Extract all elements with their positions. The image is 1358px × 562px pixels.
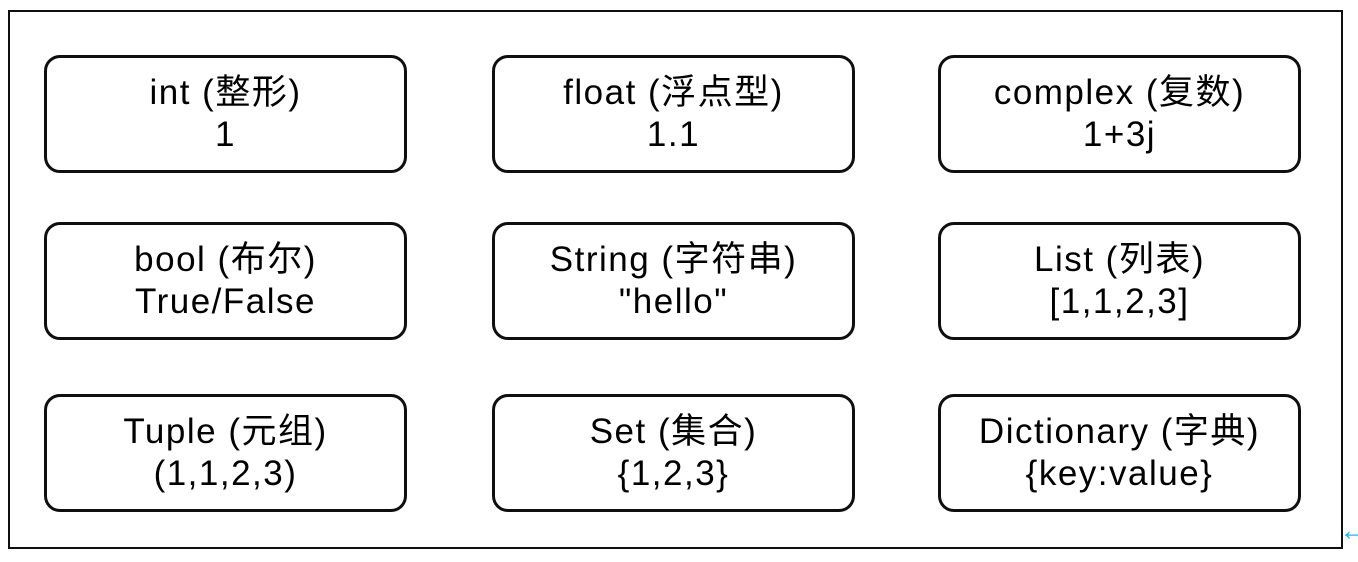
type-box-value: [1,1,2,3] (1049, 282, 1190, 321)
outer-border (8, 10, 1343, 549)
type-box-value: (1,1,2,3) (153, 454, 298, 493)
type-box-title: bool (布尔) (134, 240, 317, 279)
type-box-value: 1 (215, 115, 236, 154)
type-box-title: complex (复数) (993, 73, 1246, 112)
type-box-value: 1.1 (646, 115, 701, 154)
type-box-tuple: Tuple (元组) (1,1,2,3) (44, 394, 407, 512)
type-box-string: String (字符串) "hello" (492, 222, 855, 340)
type-box-title: List (列表) (1033, 240, 1205, 279)
type-box-dictionary: Dictionary (字典) {key:value} (938, 394, 1301, 512)
type-box-title: Tuple (元组) (123, 412, 328, 451)
type-box-value: {key:value} (1025, 454, 1214, 493)
type-box-value: {1,2,3} (617, 454, 730, 493)
type-box-title: String (字符串) (549, 240, 798, 279)
type-box-title: Dictionary (字典) (978, 412, 1261, 451)
type-box-value: 1+3j (1082, 115, 1157, 154)
type-box-list: List (列表) [1,1,2,3] (938, 222, 1301, 340)
type-box-float: float (浮点型) 1.1 (492, 55, 855, 173)
type-box-value: True/False (135, 282, 316, 321)
collapse-left-arrow-icon[interactable]: ← (1339, 514, 1358, 547)
type-box-title: int (整形) (149, 73, 302, 112)
type-box-title: Set (集合) (589, 412, 758, 451)
type-box-bool: bool (布尔) True/False (44, 222, 407, 340)
type-box-value: "hello" (618, 282, 729, 321)
type-box-set: Set (集合) {1,2,3} (492, 394, 855, 512)
type-box-title: float (浮点型) (563, 73, 784, 112)
type-box-int: int (整形) 1 (44, 55, 407, 173)
type-box-complex: complex (复数) 1+3j (938, 55, 1301, 173)
